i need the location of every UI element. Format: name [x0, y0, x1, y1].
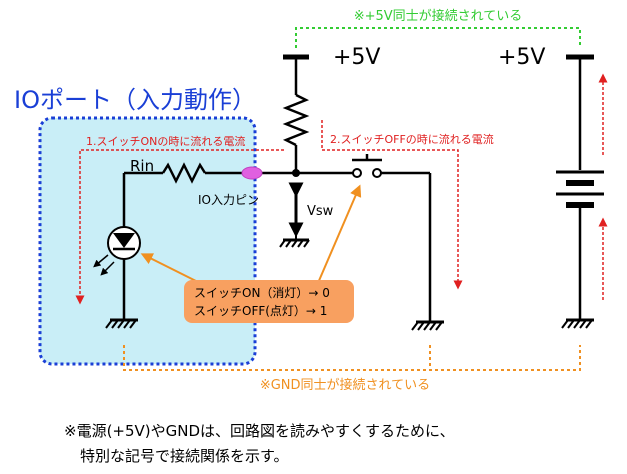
vsw-label: Vsw — [307, 204, 334, 219]
footnote-line-1: ※電源(+5V)やGNDは、回路図を読みやすくするために、 — [64, 422, 455, 440]
plus5v-connection-line — [295, 27, 581, 48]
callout-pointer-led — [140, 253, 201, 284]
current-off-label: 2.スイッチOFFの時に流れる電流 — [330, 132, 494, 146]
io-pin-marker — [241, 166, 263, 180]
ground-switch — [411, 320, 444, 331]
callout-pointer-switch — [317, 184, 362, 284]
junction-dot — [292, 169, 300, 177]
gnd-connection-note: ※GND同士が接続されている — [260, 377, 430, 393]
ground-led — [105, 318, 138, 329]
battery — [556, 57, 604, 320]
callout-line-2: スイッチOFF(点灯）→ 1 — [194, 304, 327, 318]
vsw-ground — [279, 232, 310, 248]
led — [93, 226, 141, 276]
current-path-off — [321, 120, 463, 290]
ground-battery — [561, 318, 594, 329]
rin-resistor — [161, 162, 207, 184]
io-port-box — [38, 116, 257, 366]
callout-line-1: スイッチON（消灯）→ 0 — [194, 286, 330, 300]
footnote-line-2: 特別な記号で接続関係を示す。 — [80, 447, 289, 465]
gnd-connection-line — [123, 345, 581, 371]
pullup-resistor — [282, 57, 310, 173]
rin-label: Rin — [130, 157, 154, 175]
plus5v-connection-note: ※+5V同士が接続されている — [354, 8, 523, 24]
push-switch — [352, 154, 382, 178]
plus5v-label-left: +5V — [333, 45, 380, 70]
callout-box — [184, 280, 354, 323]
current-on-label: 1.スイッチONの時に流れる電流 — [86, 134, 245, 148]
current-path-on — [75, 149, 284, 305]
io-pin-label: IO入力ピン — [198, 193, 259, 207]
plus5v-label-right: +5V — [498, 45, 545, 70]
io-port-title: IOポート（入力動作） — [14, 86, 256, 114]
